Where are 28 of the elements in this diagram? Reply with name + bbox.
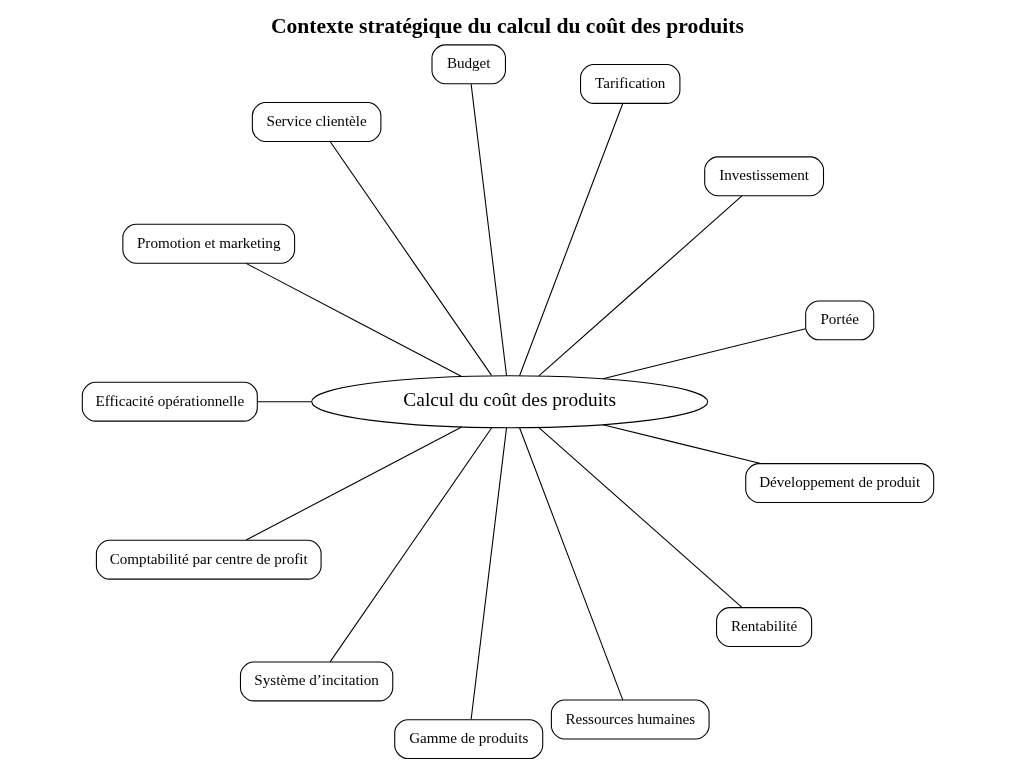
connector (256, 401, 312, 403)
node-box: Budget (430, 44, 506, 85)
connector (329, 427, 492, 663)
connector (245, 262, 462, 378)
node-box: Développement de produit (744, 463, 934, 504)
node-box: Comptabilité par centre de profit (95, 539, 322, 580)
node-box: Portée (804, 300, 874, 341)
node-box: Tarification (579, 63, 680, 104)
connector (245, 426, 462, 541)
node-box: Système d’incitation (239, 661, 393, 702)
connector (518, 427, 623, 701)
node-box: Efficacité opérationnelle (81, 381, 258, 422)
node-box: Rentabilité (715, 607, 812, 648)
connector (518, 103, 623, 377)
node-box: Promotion et marketing (121, 223, 295, 264)
diagram-title: Contexte stratégique du calcul du coût des produits (270, 13, 744, 38)
node-box: Ressources humaines (550, 699, 710, 740)
connector (537, 427, 742, 608)
node-box: Service clientèle (251, 102, 381, 142)
connector (537, 195, 742, 377)
node-ellipse: Calcul du coût des produits (310, 375, 708, 429)
node-box: Gamme de produits (393, 719, 543, 760)
connector (601, 424, 761, 465)
connector (601, 328, 806, 380)
connector (470, 427, 507, 720)
connector (470, 83, 507, 377)
connector (329, 140, 492, 376)
node-box: Investissement (703, 156, 824, 197)
